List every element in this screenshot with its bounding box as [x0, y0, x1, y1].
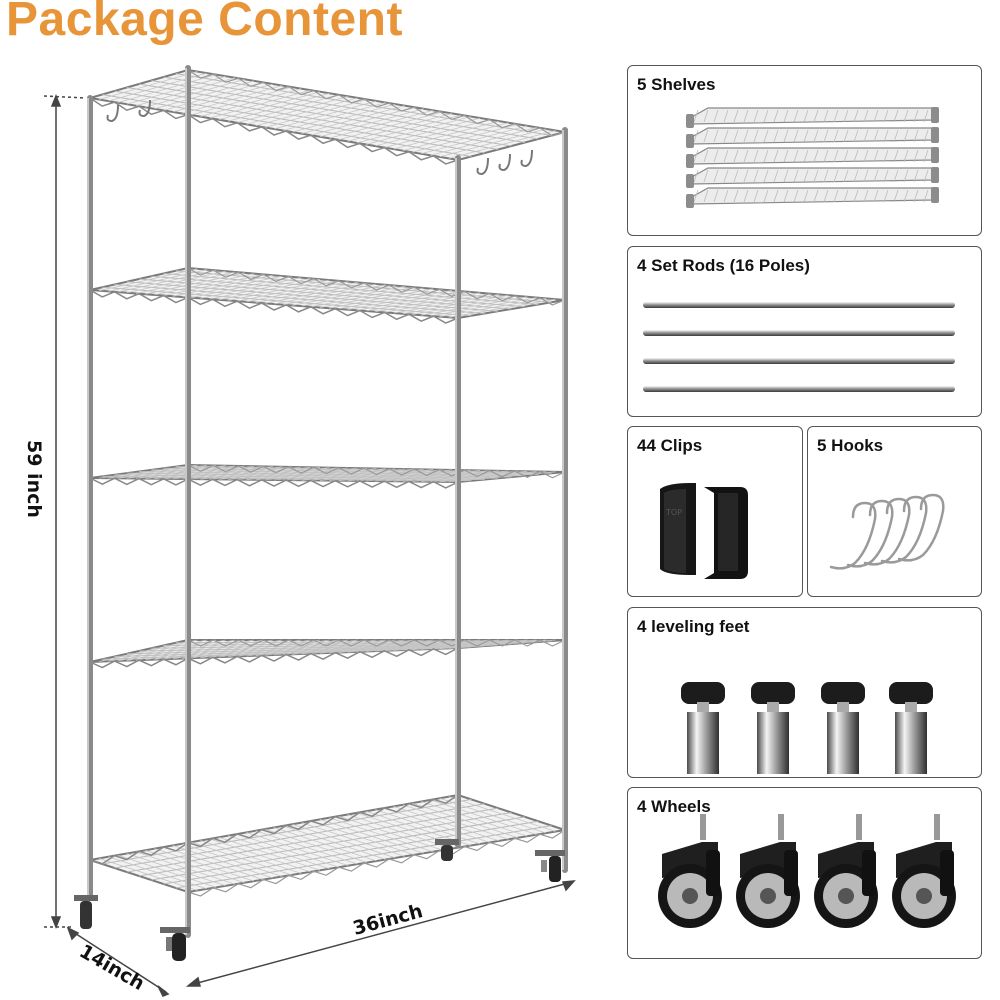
rack-shelves: [89, 68, 566, 897]
shelves-illustration: [686, 107, 939, 208]
rack-shelf: [89, 639, 566, 669]
rod: [643, 358, 955, 364]
shelves-panel: 5 Shelves: [627, 65, 982, 236]
hooks-panel: 5 Hooks: [807, 426, 982, 597]
page-title: Package Content: [6, 0, 403, 46]
rack-hooks: [106, 99, 533, 176]
rod: [643, 386, 955, 392]
stacked-shelf: [686, 147, 939, 168]
svg-text:TOP: TOP: [665, 508, 682, 517]
wire-shelving-rack: 59 inch 36inch 14inch: [23, 65, 576, 997]
clip-illustration: TOP: [660, 483, 748, 579]
leveling-feet-panel: 4 leveling feet: [627, 607, 982, 778]
rod: [643, 302, 955, 308]
leveling-feet-label: 4 leveling feet: [637, 617, 750, 636]
hooks-label: 5 Hooks: [817, 436, 884, 455]
leveling-foot: [751, 682, 795, 774]
rack-posts: [87, 65, 568, 938]
caster-wheel: [736, 814, 800, 928]
wheels-label: 4 Wheels: [637, 797, 711, 816]
caster-wheel: [892, 814, 956, 928]
shelves-label: 5 Shelves: [637, 75, 716, 94]
caster-wheel: [658, 814, 722, 928]
hooks-illustration: [829, 493, 945, 570]
rack-shelf: [89, 68, 566, 165]
leveling-foot: [821, 682, 865, 774]
rack-shelf: [89, 266, 566, 324]
clips-label: 44 Clips: [637, 436, 703, 455]
stacked-shelf: [686, 127, 939, 148]
rods-label: 4 Set Rods (16 Poles): [637, 256, 810, 275]
rods-panel: 4 Set Rods (16 Poles): [627, 246, 982, 417]
clips-panel: TOP 44 Clips: [627, 426, 803, 597]
dimension-lines: [43, 93, 576, 997]
leveling-feet-illustration: [681, 682, 933, 774]
stacked-shelf: [686, 107, 939, 128]
stacked-shelf: [686, 167, 939, 188]
rack-shelf: [89, 463, 566, 489]
rods-illustration: [643, 302, 955, 392]
depth-dimension-label: 14inch: [76, 940, 149, 995]
stacked-shelf: [686, 187, 939, 208]
rod: [643, 330, 955, 336]
width-dimension-label: 36inch: [351, 900, 426, 940]
leveling-foot: [681, 682, 725, 774]
wheels-panel: 4 Wheels: [627, 787, 982, 959]
leveling-foot: [889, 682, 933, 774]
caster-wheel: [814, 814, 878, 928]
rack-shelf: [89, 793, 566, 897]
rack-casters: [74, 839, 565, 961]
height-dimension-label: 59 inch: [23, 440, 45, 518]
wheels-illustration: [658, 814, 956, 928]
